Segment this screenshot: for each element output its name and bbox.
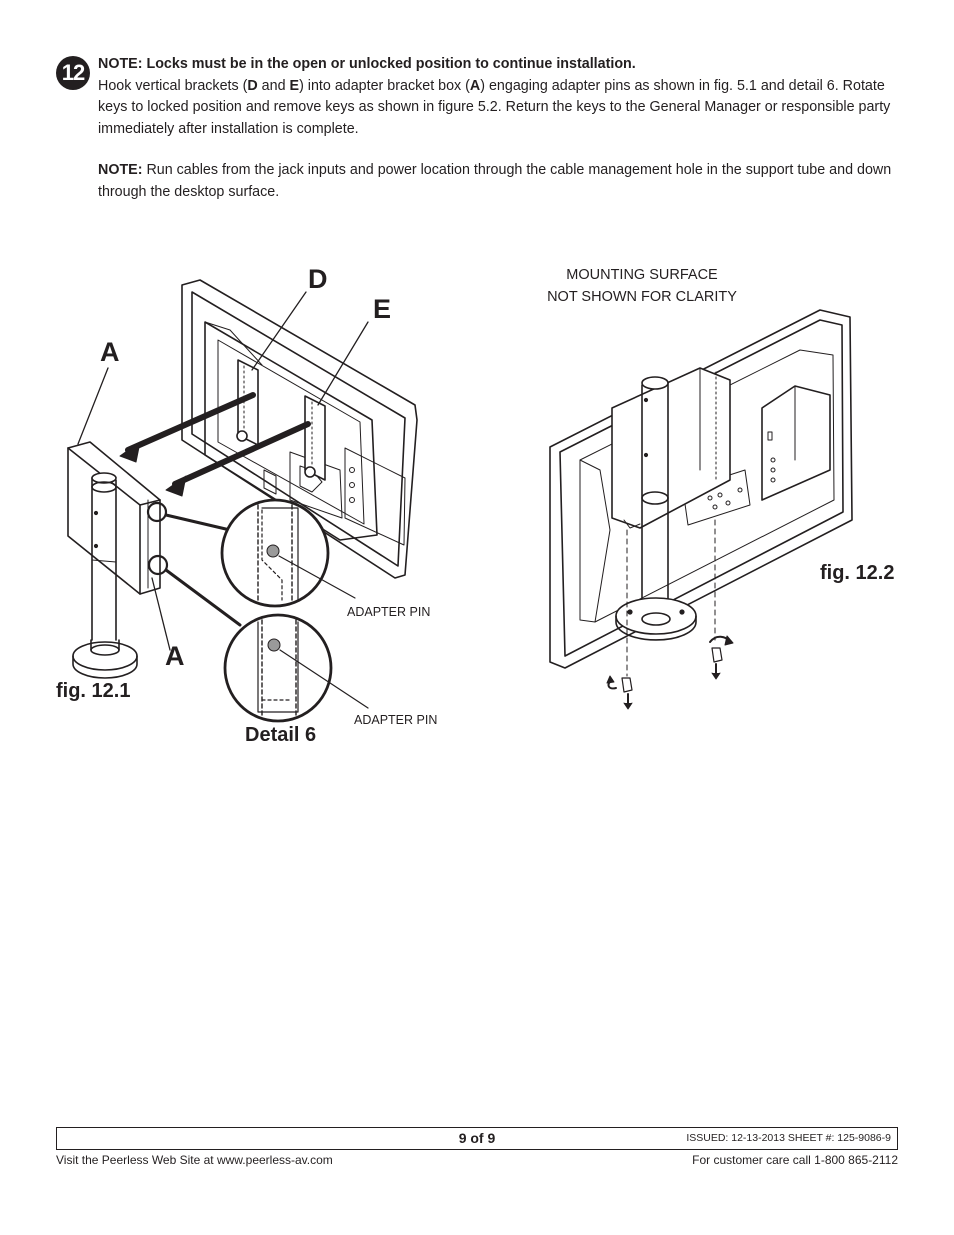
note-text: Locks must be in the open or unlocked po… bbox=[142, 56, 636, 72]
note-label: NOTE: bbox=[98, 162, 143, 178]
note-locks: NOTE: Locks must be in the open or unloc… bbox=[98, 54, 918, 76]
mounting-note-line-2: NOT SHOWN FOR CLARITY bbox=[547, 289, 737, 305]
ref-A: A bbox=[469, 77, 481, 94]
detail-circle-bottom bbox=[223, 613, 369, 723]
label-A-bottom: A bbox=[165, 641, 185, 671]
fig-12-2-caption: fig. 12.2 bbox=[820, 562, 895, 584]
note-label: NOTE: bbox=[98, 56, 143, 72]
ref-E: E bbox=[289, 77, 300, 94]
step-number-badge: 12 bbox=[56, 56, 90, 90]
text-run: ) into adapter bracket box ( bbox=[299, 77, 470, 94]
page-number: 9 of 9 bbox=[458, 1130, 496, 1146]
label-D: D bbox=[308, 264, 328, 294]
text-run: and bbox=[257, 77, 290, 94]
footer-box: 9 of 9 ISSUED: 12-13-2013 SHEET #: 125-9… bbox=[56, 1127, 898, 1150]
mounting-surface-note: MOUNTING SURFACE NOT SHOWN FOR CLARITY bbox=[524, 264, 760, 308]
hook-brackets-paragraph: Hook vertical brackets (D and E) into ad… bbox=[98, 76, 918, 141]
label-A-top: A bbox=[100, 337, 120, 367]
text-run: ) engaging adapter pins as shown in fig.… bbox=[98, 77, 891, 137]
customer-care-note: For customer care call 1-800 865-2112 bbox=[692, 1153, 898, 1167]
instructions-block: NOTE: Locks must be in the open or unloc… bbox=[98, 54, 918, 203]
adapter-pin-label-2: ADAPTER PIN bbox=[354, 713, 438, 727]
detail-6-caption: Detail 6 bbox=[245, 724, 317, 746]
fig-12-2-drawing bbox=[549, 309, 853, 710]
text-run: Hook vertical brackets ( bbox=[98, 77, 248, 94]
label-E: E bbox=[373, 294, 392, 324]
website-note: Visit the Peerless Web Site at www.peerl… bbox=[56, 1153, 333, 1167]
mounting-note-line-1: MOUNTING SURFACE bbox=[566, 267, 718, 283]
detail-circle-top bbox=[220, 498, 356, 608]
fig-12-1-drawing bbox=[67, 279, 418, 723]
issued-sheet-info: ISSUED: 12-13-2013 SHEET #: 125-9086-9 bbox=[686, 1132, 891, 1144]
fig-12-1-caption: fig. 12.1 bbox=[56, 680, 131, 702]
note-cables: NOTE: Run cables from the jack inputs an… bbox=[98, 160, 918, 203]
ref-D: D bbox=[247, 77, 258, 94]
note-text: Run cables from the jack inputs and powe… bbox=[98, 162, 892, 200]
adapter-pin-label-1: ADAPTER PIN bbox=[347, 605, 431, 619]
